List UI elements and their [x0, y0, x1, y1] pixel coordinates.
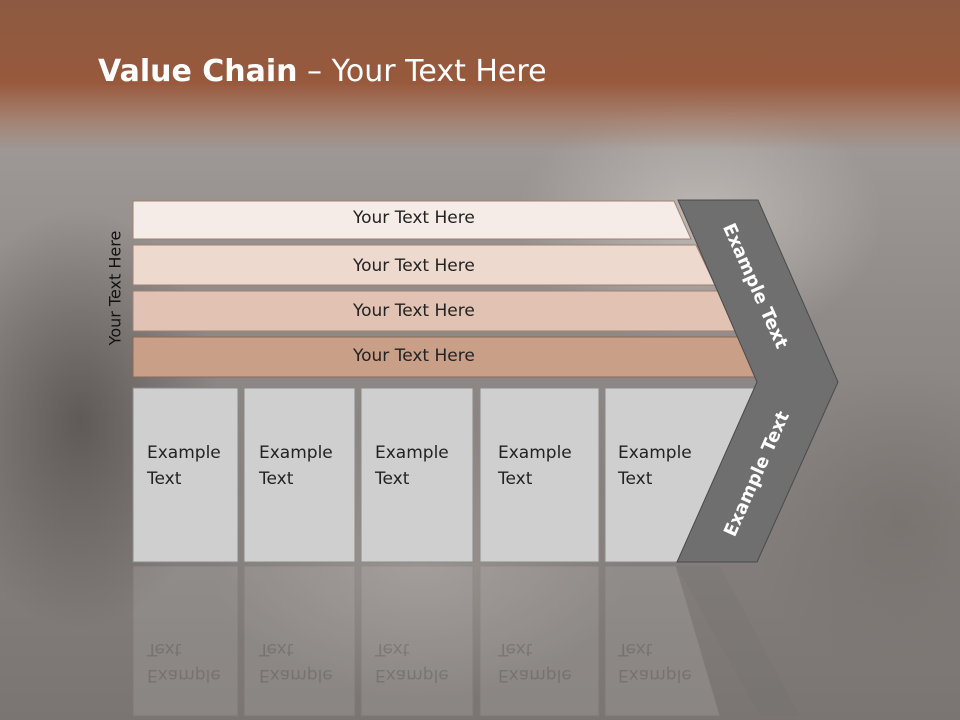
- bar-2-label: Your Text Here: [353, 256, 475, 276]
- title-rest: – Your Text Here: [297, 54, 547, 89]
- box-2-line-2: Text: [259, 469, 294, 489]
- box-2-line-1: Example: [259, 443, 333, 463]
- title-banner: [0, 0, 960, 150]
- title-bold: Value Chain: [98, 54, 298, 89]
- box-3-line-2: Text: [375, 469, 410, 489]
- box-2[interactable]: [243, 387, 356, 563]
- box-3-line-1: Example: [375, 443, 449, 463]
- box-5-line-1: Example: [618, 443, 692, 463]
- box-3[interactable]: [360, 387, 474, 563]
- box-1-line-2: Text: [147, 469, 182, 489]
- box-4-line-1: Example: [498, 443, 572, 463]
- chevron-arrow[interactable]: [676, 199, 839, 563]
- box-1[interactable]: [132, 387, 239, 563]
- slide-title: Value Chain – Your Text Here: [98, 54, 547, 89]
- box-5-line-2: Text: [618, 469, 653, 489]
- box-4-line-2: Text: [498, 469, 533, 489]
- bar-4-label: Your Text Here: [353, 346, 475, 366]
- box-4[interactable]: [479, 387, 600, 563]
- reflection: [132, 565, 800, 717]
- bar-1[interactable]: [132, 200, 692, 240]
- box-1-line-1: Example: [147, 443, 221, 463]
- bar-1-label: Your Text Here: [353, 208, 475, 228]
- bar-3-label: Your Text Here: [353, 301, 475, 321]
